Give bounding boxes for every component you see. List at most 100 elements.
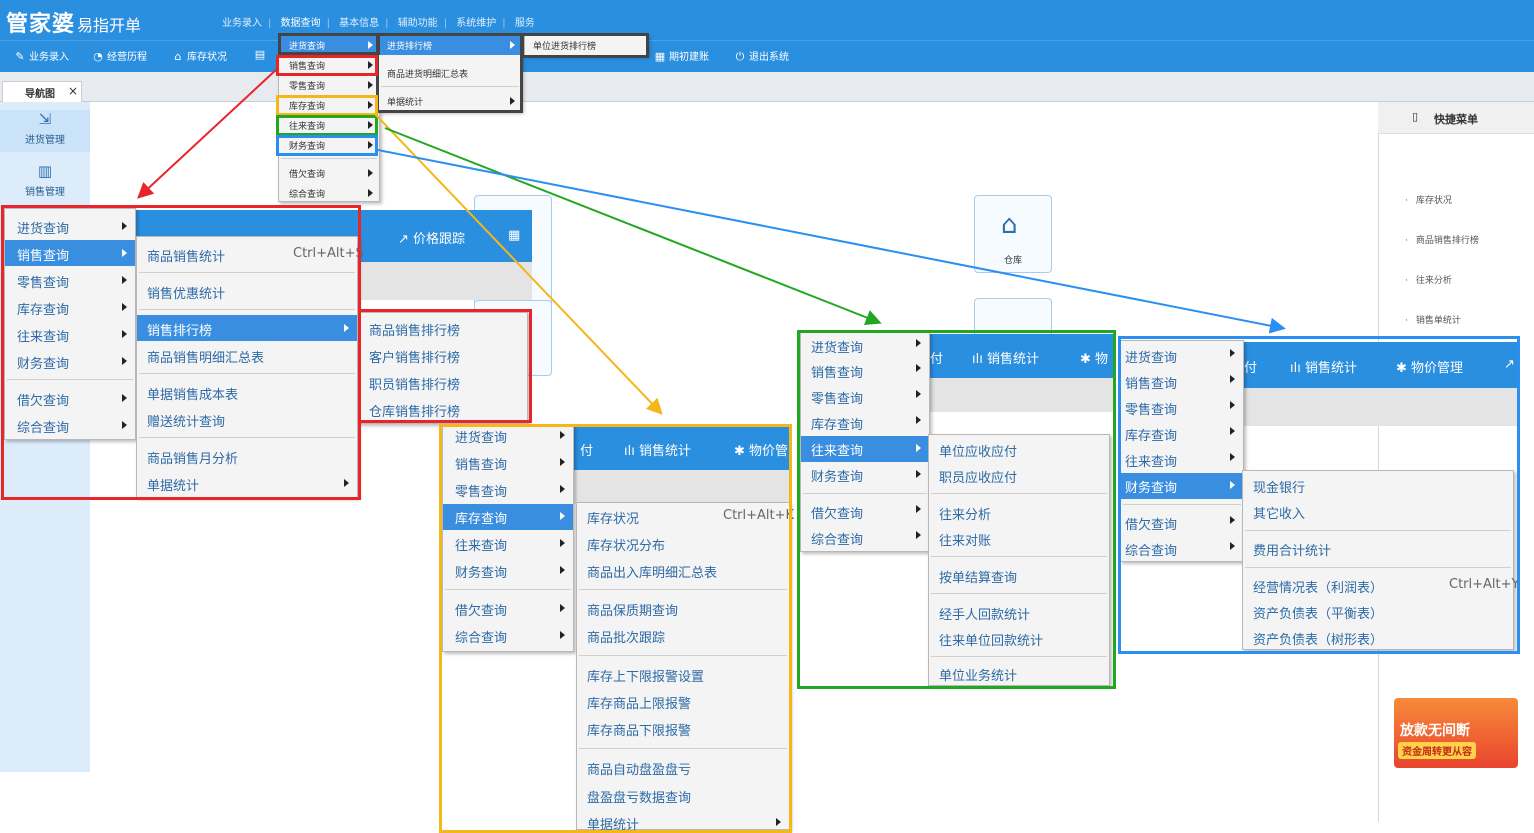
- menu-item-sales[interactable]: 销售查询: [5, 240, 135, 266]
- menu-item-sales-discount[interactable]: 销售优惠统计: [147, 287, 226, 302]
- menu-item-inventory[interactable]: 库存查询: [5, 294, 135, 320]
- menu-item-finance[interactable]: 财务查询: [801, 462, 929, 488]
- menu-item-product-rank[interactable]: 商品销售排行榜: [369, 324, 461, 339]
- menu-item-other-income[interactable]: 其它收入: [1253, 507, 1306, 522]
- menu-item-purchase[interactable]: 进货查询: [1121, 343, 1243, 369]
- quick-item-inventory[interactable]: 库存状况: [1405, 193, 1452, 206]
- nav-item-sales[interactable]: ▥销售管理: [0, 162, 90, 198]
- sales-stats-tab[interactable]: ılı 销售统计: [972, 352, 1039, 367]
- menu-item-finance[interactable]: 财务查询: [1121, 473, 1243, 499]
- menu-item-batch-tracking[interactable]: 商品批次跟踪: [587, 631, 666, 646]
- menu-item-debt[interactable]: 借欠查询: [279, 163, 379, 183]
- sales-stats-tab[interactable]: ılı 销售统计: [624, 444, 691, 459]
- menu-item-unit-collection[interactable]: 往来单位回款统计: [939, 634, 1044, 649]
- menu-item-sales-rank[interactable]: 销售排行榜: [137, 315, 357, 341]
- price-mgmt-tab[interactable]: ✱ 物价管理: [1396, 361, 1464, 376]
- menu-item-bill-stats[interactable]: 单据统计: [137, 470, 357, 496]
- toolbar-exit-button[interactable]: ⏻退出系统: [735, 50, 789, 63]
- menu-item-retail[interactable]: 零售查询: [5, 267, 135, 293]
- menu-item-bill-stats[interactable]: 单据统计: [577, 810, 789, 833]
- menu-item-lower-alarm[interactable]: 库存商品下限报警: [587, 724, 692, 739]
- nav-item-purchase[interactable]: ⇲进货管理: [0, 110, 90, 152]
- menu-item-retail[interactable]: 零售查询: [1121, 395, 1243, 421]
- menu-item-income-statement[interactable]: 经营情况表（利润表）Ctrl+Alt+Y: [1253, 577, 1520, 596]
- menu-item-customer-rank[interactable]: 客户销售排行榜: [369, 351, 461, 366]
- menu-item-shelf-life[interactable]: 商品保质期查询: [587, 604, 679, 619]
- menu-item-finance[interactable]: 财务查询: [5, 348, 135, 374]
- menu-item-contacts[interactable]: 往来查询: [279, 115, 379, 135]
- menu-item-purchase-rank[interactable]: 进货排行榜: [379, 35, 521, 55]
- menu-item-purchase[interactable]: 进货查询: [5, 213, 135, 239]
- quick-item-sales-rank[interactable]: 商品销售排行榜: [1405, 233, 1479, 246]
- menu-item-contacts[interactable]: 往来查询: [801, 436, 929, 462]
- toolbar-more-icon[interactable]: ▤: [254, 48, 266, 61]
- menu-item-reconciliation[interactable]: 往来对账: [939, 534, 992, 549]
- menu-item-overall[interactable]: 综合查询: [443, 623, 573, 649]
- menu-item-debt[interactable]: 借欠查询: [5, 385, 135, 411]
- toolbar-opening-button[interactable]: ▦期初建账: [654, 50, 709, 63]
- menu-item-unit-business[interactable]: 单位业务统计: [939, 669, 1018, 684]
- menu-item-purchase[interactable]: 进货查询: [801, 333, 929, 359]
- toolbar-history-button[interactable]: ◔经营历程: [93, 50, 147, 63]
- menu-item-contacts[interactable]: 往来查询: [5, 321, 135, 347]
- menu-item-overall[interactable]: 综合查询: [5, 412, 135, 438]
- menu-item-overall[interactable]: 综合查询: [279, 183, 379, 203]
- menu-item-debt[interactable]: 借欠查询: [801, 499, 929, 525]
- menu-item-stocktake-data[interactable]: 盘盈盘亏数据查询: [587, 791, 692, 806]
- menu-item-monthly-analysis[interactable]: 商品销售月分析: [147, 452, 239, 467]
- menu-item-finance[interactable]: 财务查询: [279, 135, 379, 155]
- sales-stats-tab[interactable]: ılı 销售统计: [1290, 361, 1357, 376]
- menu-item-unit-purchase-rank[interactable]: 单位进货排行榜: [533, 42, 597, 52]
- top-menu-item-query[interactable]: 数据查询: [280, 18, 321, 29]
- menu-item-purchase[interactable]: 进货查询: [443, 425, 573, 451]
- toolbar-entry-button[interactable]: ✎业务录入: [15, 50, 69, 63]
- promo-banner[interactable]: 放款无间断 资金周转更从容: [1394, 698, 1518, 768]
- menu-item-contacts[interactable]: 往来查询: [443, 531, 573, 557]
- menu-item-gift-stats[interactable]: 赠送统计查询: [147, 415, 226, 430]
- menu-item-contacts[interactable]: 往来查询: [1121, 447, 1243, 473]
- menu-item-inventory[interactable]: 库存查询: [1121, 421, 1243, 447]
- menu-item-overall[interactable]: 综合查询: [1121, 536, 1243, 562]
- menu-item-balance-sheet-tree[interactable]: 资产负债表（树形表）: [1253, 633, 1384, 648]
- menu-item-debt[interactable]: 借欠查询: [443, 596, 573, 622]
- menu-item-debt[interactable]: 借欠查询: [1121, 510, 1243, 536]
- menu-item-contacts-analysis[interactable]: 往来分析: [939, 508, 992, 523]
- menu-item-staff-ar-ap[interactable]: 职员应收应付: [939, 471, 1018, 486]
- menu-item-auto-stocktake[interactable]: 商品自动盘盈盘亏: [587, 763, 692, 778]
- menu-item-inventory-distribution[interactable]: 库存状况分布: [587, 539, 666, 554]
- menu-item-stock-io-detail[interactable]: 商品出入库明细汇总表: [587, 566, 718, 581]
- menu-item-retail[interactable]: 零售查询: [801, 384, 929, 410]
- quick-item-sales-stats[interactable]: 销售单统计: [1405, 313, 1461, 326]
- menu-item-unit-ar-ap[interactable]: 单位应收应付: [939, 445, 1018, 460]
- menu-item-bill-stats[interactable]: 单据统计: [379, 91, 521, 111]
- top-menu-item-aux[interactable]: 辅助功能: [397, 18, 438, 29]
- menu-item-bill-cost[interactable]: 单据销售成本表: [147, 388, 239, 403]
- tab-navigation[interactable]: 导航图×: [2, 81, 82, 102]
- quick-item-contacts[interactable]: 往来分析: [1405, 273, 1452, 286]
- menu-item-limit-alarm-settings[interactable]: 库存上下限报警设置: [587, 670, 705, 685]
- menu-item-warehouse-rank[interactable]: 仓库销售排行榜: [369, 405, 461, 420]
- top-menu-item-entry[interactable]: 业务录入: [222, 18, 262, 29]
- menu-item-sales[interactable]: 销售查询: [279, 55, 379, 75]
- menu-item-inventory[interactable]: 库存查询: [801, 410, 929, 436]
- menu-item-overall[interactable]: 综合查询: [801, 525, 929, 551]
- menu-item-cash-bank[interactable]: 现金银行: [1253, 481, 1306, 496]
- menu-item-settlement-query[interactable]: 按单结算查询: [939, 571, 1018, 586]
- menu-item-sales[interactable]: 销售查询: [801, 358, 929, 384]
- menu-item-expense-total[interactable]: 费用合计统计: [1253, 544, 1332, 559]
- toolbar-inventory-button[interactable]: ⌂库存状况: [172, 48, 228, 63]
- menu-item-sales[interactable]: 销售查询: [443, 450, 573, 476]
- menu-item-purchase[interactable]: 进货查询: [279, 35, 379, 55]
- menu-item-retail[interactable]: 零售查询: [279, 75, 379, 95]
- top-menu-item-basic[interactable]: 基本信息: [339, 18, 380, 29]
- menu-item-inventory[interactable]: 库存查询: [443, 504, 573, 530]
- menu-item-staff-rank[interactable]: 职员销售排行榜: [369, 378, 461, 393]
- price-mgmt-tab[interactable]: ✱ 物价管: [734, 444, 789, 459]
- price-tracking-tab[interactable]: ↗ 价格跟踪: [398, 232, 466, 247]
- menu-item-purchase-detail[interactable]: 商品进货明细汇总表: [387, 70, 469, 80]
- menu-item-sales[interactable]: 销售查询: [1121, 369, 1243, 395]
- menu-item-finance[interactable]: 财务查询: [443, 558, 573, 584]
- close-icon[interactable]: ×: [67, 84, 78, 98]
